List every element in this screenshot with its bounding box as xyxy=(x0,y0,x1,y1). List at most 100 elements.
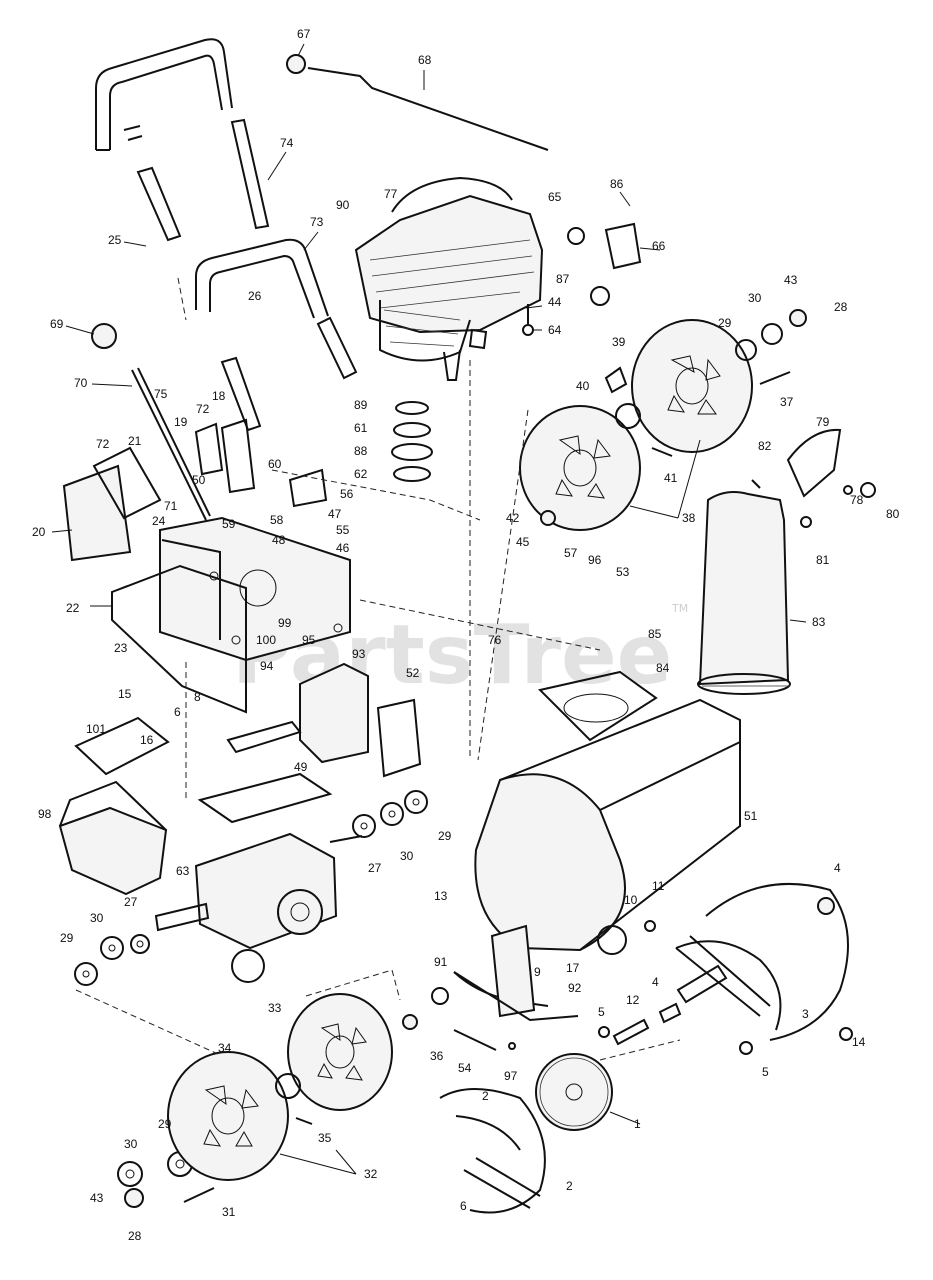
callout-92: 92 xyxy=(568,981,582,995)
callout-43b: 43 xyxy=(90,1191,104,1205)
callout-60: 60 xyxy=(268,457,282,471)
callout-30: 30 xyxy=(748,291,762,305)
sprocket xyxy=(535,1053,613,1131)
callout-17: 17 xyxy=(566,961,580,975)
upper-handle xyxy=(95,38,270,242)
wheel-hardware xyxy=(124,309,807,1208)
engine xyxy=(354,176,544,381)
callout-47: 47 xyxy=(328,507,342,521)
callout-75: 75 xyxy=(154,387,168,401)
transmission-housing xyxy=(154,772,363,983)
callout-88: 88 xyxy=(354,444,368,458)
callout-101: 101 xyxy=(86,722,106,736)
callout-7: 6 xyxy=(174,705,181,719)
callout-94: 94 xyxy=(260,659,274,673)
callout-55: 55 xyxy=(336,523,350,537)
callout-29c: 29 xyxy=(60,931,74,945)
callout-9: 9 xyxy=(534,965,541,979)
callout-19: 19 xyxy=(174,415,188,429)
callout-26: 26 xyxy=(248,289,262,303)
callout-86: 86 xyxy=(610,177,624,191)
callout-89: 89 xyxy=(354,398,368,412)
callout-46: 46 xyxy=(336,541,350,555)
callout-49: 49 xyxy=(294,760,308,774)
callout-12: 12 xyxy=(626,993,640,1007)
callout-33: 33 xyxy=(268,1001,282,1015)
callout-15: 15 xyxy=(118,687,132,701)
callout-72a: 72 xyxy=(196,402,210,416)
wheel-mid-right xyxy=(519,405,641,531)
callout-61: 61 xyxy=(354,421,368,435)
callout-80: 80 xyxy=(886,507,900,521)
callout-63: 63 xyxy=(176,864,190,878)
auger-housing xyxy=(453,670,741,1022)
callout-38: 38 xyxy=(682,511,696,525)
callout-30b: 30 xyxy=(400,849,414,863)
callout-27: 27 xyxy=(368,861,382,875)
callout-2a: 2 xyxy=(482,1089,489,1103)
callout-56: 56 xyxy=(340,487,354,501)
callout-50: 50 xyxy=(192,473,206,487)
callout-81: 81 xyxy=(816,553,830,567)
callout-70: 70 xyxy=(74,376,88,390)
control-bracket-left xyxy=(62,446,162,562)
callout-18: 18 xyxy=(212,389,226,403)
callout-71: 71 xyxy=(164,499,178,513)
engine-gaskets xyxy=(391,401,433,482)
callout-53: 53 xyxy=(616,565,630,579)
callout-51: 51 xyxy=(744,809,758,823)
callout-96: 96 xyxy=(588,553,602,567)
callout-52: 52 xyxy=(406,666,420,680)
callout-64: 64 xyxy=(548,323,562,337)
trademark-mark: TM xyxy=(671,602,688,615)
callout-42: 42 xyxy=(506,511,520,525)
leader-lines xyxy=(51,43,807,1175)
callout-22: 22 xyxy=(66,601,80,615)
callout-74: 74 xyxy=(280,136,294,150)
callout-4a: 4 xyxy=(834,861,841,875)
callout-28: 28 xyxy=(834,300,848,314)
callout-28b: 28 xyxy=(128,1229,142,1243)
callout-58: 58 xyxy=(270,513,284,527)
callout-93: 93 xyxy=(352,647,366,661)
callout-48: 48 xyxy=(272,533,286,547)
callout-91: 91 xyxy=(434,955,448,969)
discharge-chute xyxy=(697,428,876,695)
wheel-lower-left xyxy=(167,1051,289,1181)
callout-31: 31 xyxy=(222,1205,236,1219)
callout-32: 32 xyxy=(364,1167,378,1181)
callout-76: 76 xyxy=(488,633,502,647)
wheel-upper-right xyxy=(631,319,753,453)
callout-11: 11 xyxy=(652,879,665,893)
callout-13: 13 xyxy=(434,889,448,903)
chute-crank-rod xyxy=(286,54,549,151)
callout-68: 68 xyxy=(418,53,432,67)
callout-77: 77 xyxy=(384,187,398,201)
callout-82: 82 xyxy=(758,439,772,453)
callout-100: 100 xyxy=(256,633,276,647)
callout-62: 62 xyxy=(354,467,368,481)
callout-37: 37 xyxy=(780,395,794,409)
callout-labels: 67 68 74 77 90 86 65 66 73 25 26 87 44 4… xyxy=(32,27,900,1243)
callout-90: 90 xyxy=(336,198,350,212)
callout-5b: 5 xyxy=(762,1065,769,1079)
callout-59: 59 xyxy=(222,517,236,531)
control-bracket-right xyxy=(194,418,328,508)
gasket-52 xyxy=(376,698,422,778)
callout-10: 10 xyxy=(624,893,638,907)
callout-69: 69 xyxy=(50,317,64,331)
callout-95: 95 xyxy=(302,633,316,647)
auger-right xyxy=(675,883,853,1041)
callout-72b: 72 xyxy=(96,437,110,451)
callout-6: 6 xyxy=(460,1199,467,1213)
callout-39: 39 xyxy=(612,335,626,349)
callout-45: 45 xyxy=(516,535,530,549)
callout-79: 79 xyxy=(816,415,830,429)
callout-30d: 30 xyxy=(124,1137,138,1151)
callout-3: 3 xyxy=(802,1007,809,1021)
callout-65: 65 xyxy=(548,190,562,204)
callout-36: 36 xyxy=(430,1049,444,1063)
auger-left xyxy=(439,1088,546,1214)
callout-5a: 5 xyxy=(598,1005,605,1019)
